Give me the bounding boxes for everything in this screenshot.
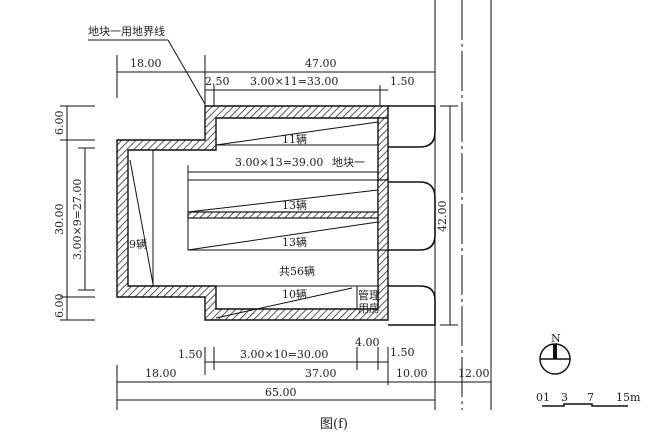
scale-tick-7: 7 <box>587 391 594 404</box>
dimension-lines <box>60 55 491 410</box>
north-arrow-icon <box>539 343 571 375</box>
dim-right-42: 42.00 <box>436 201 449 233</box>
dim-bot-37: 37.00 <box>305 367 337 380</box>
figure-caption: 图(f) <box>320 417 348 432</box>
row-label-mid1: 13辆 <box>282 198 307 212</box>
dim-bot-65: 65.00 <box>265 386 297 399</box>
dim-top-1-50: 1.50 <box>390 75 415 88</box>
parking-rows <box>129 121 379 319</box>
row-label-mid2: 13辆 <box>282 235 307 249</box>
row-label-left: 9辆 <box>129 237 147 251</box>
dim-bot-4: 4.00 <box>355 336 380 349</box>
dim-left-30: 30.00 <box>53 204 66 236</box>
row-label-bottom: 10辆 <box>282 287 307 301</box>
mgmt-label-2: 用房 <box>358 302 380 315</box>
boundary-label: 地块一用地界线 <box>88 24 165 38</box>
dim-top-33: 3.00×11=33.00 <box>250 75 338 88</box>
total-label: 共56辆 <box>279 264 315 278</box>
dim-bot-10: 10.00 <box>396 367 428 380</box>
mgmt-label-1: 管理 <box>358 288 380 302</box>
row-label-top: 11辆 <box>282 132 307 146</box>
scale-tick-3: 3 <box>561 391 568 404</box>
north-label: N <box>551 332 561 345</box>
scale-tick-0: 01 <box>536 391 550 404</box>
dim-left-6b: 6.00 <box>53 294 66 319</box>
building-walls <box>116 105 389 321</box>
dim-bot-1-50b: 1.50 <box>390 346 415 359</box>
dim-top-47: 47.00 <box>305 57 337 70</box>
dim-left-27: 3.00×9=27.00 <box>71 179 84 260</box>
scale-tick-15: 15m <box>616 391 641 404</box>
ramps <box>388 105 436 326</box>
plot-label: 地块一 <box>332 156 365 169</box>
dim-top-18: 18.00 <box>130 57 162 70</box>
dim-left-6a: 6.00 <box>53 111 66 136</box>
scale-bar <box>542 403 628 407</box>
dim-bot-18: 18.00 <box>145 367 177 380</box>
dim-bot-1-50a: 1.50 <box>178 348 203 361</box>
dim-bot-12: 12.00 <box>458 367 490 380</box>
dim-bot-30: 3.00×10=30.00 <box>240 348 328 361</box>
dim-top-2-50: 2.50 <box>205 75 230 88</box>
dim-mid-39: 3.00×13=39.00 <box>235 156 323 169</box>
